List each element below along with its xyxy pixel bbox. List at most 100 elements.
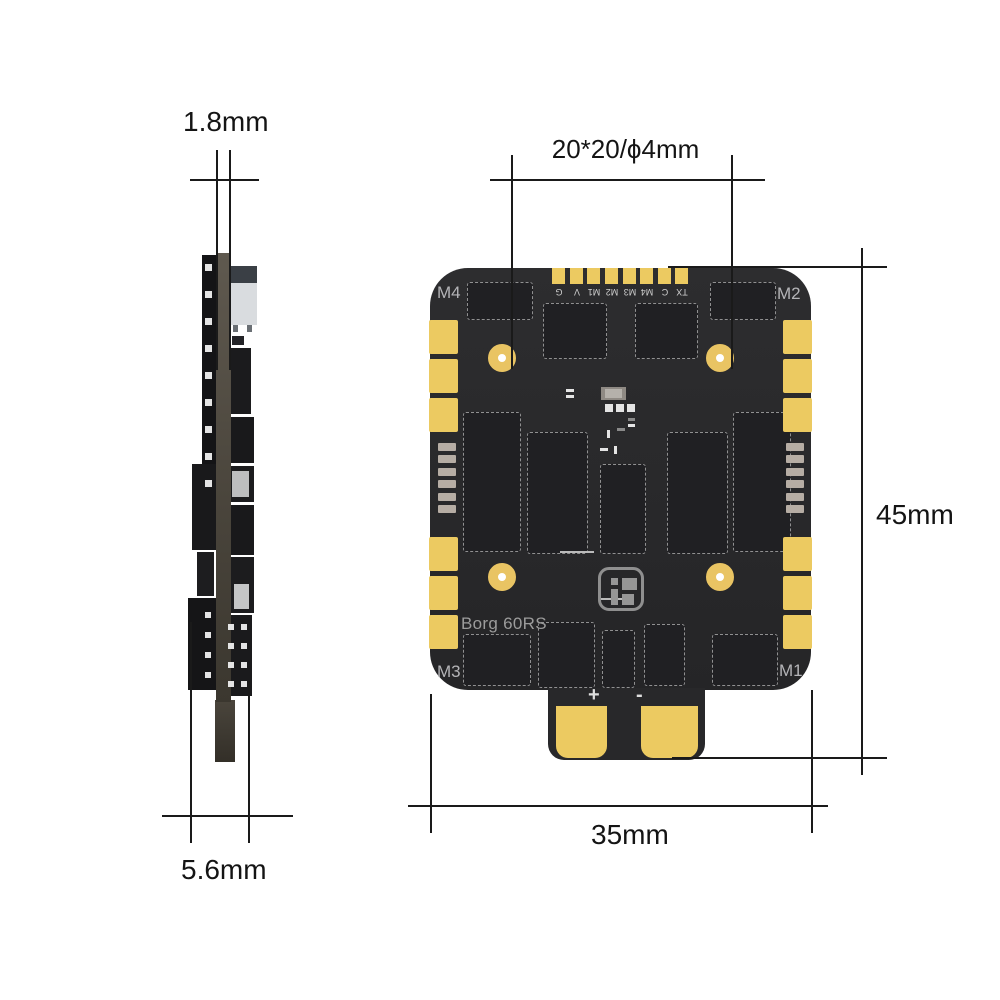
pcb-tab-edge xyxy=(215,700,235,762)
signal-pad xyxy=(658,268,671,284)
mosfet-block xyxy=(602,630,635,688)
board-height-label: 45mm xyxy=(876,499,954,530)
dimension-tick xyxy=(668,266,887,268)
side-component xyxy=(229,505,254,555)
minus-label: - xyxy=(636,684,643,706)
side-component xyxy=(228,348,251,414)
mosfet-block xyxy=(644,624,685,686)
solder-pad-right xyxy=(786,468,804,476)
power-pad-positive xyxy=(556,706,607,758)
side-pad xyxy=(241,643,247,649)
dimension-tick xyxy=(190,179,259,181)
pin-label: M3 xyxy=(623,287,636,297)
side-pad xyxy=(228,681,234,687)
solder-pad-left xyxy=(438,493,456,501)
side-pad xyxy=(228,624,234,630)
solder-pad-right xyxy=(786,455,804,463)
pin-label: G xyxy=(555,287,563,297)
mosfet-block xyxy=(543,303,607,359)
edge-pad-right xyxy=(783,537,812,571)
mosfet-block xyxy=(635,303,698,359)
mosfet-block xyxy=(667,432,728,554)
dimension-extension xyxy=(430,694,432,833)
side-pad xyxy=(205,291,212,298)
signal-pad xyxy=(640,268,653,284)
dimension-tick xyxy=(162,815,293,817)
dimension-tick xyxy=(672,757,887,759)
side-pad xyxy=(205,612,211,618)
pin-label: C xyxy=(661,287,668,297)
connector-body xyxy=(231,283,257,325)
side-component-window xyxy=(232,471,249,497)
side-pad xyxy=(205,652,211,658)
mounting-pattern-label: 20*20/ϕ4mm xyxy=(551,134,700,164)
dimension-line xyxy=(248,680,250,843)
mosfet-block xyxy=(710,282,776,320)
connector-pin xyxy=(247,325,252,332)
connector-cap xyxy=(231,266,257,283)
capacitor xyxy=(605,389,622,398)
dimension-line xyxy=(216,150,218,370)
side-pad xyxy=(241,662,247,668)
side-pad xyxy=(241,681,247,687)
side-pad xyxy=(205,426,212,433)
edge-pad-left xyxy=(429,615,458,649)
side-pad xyxy=(205,345,212,352)
mounting-hole xyxy=(488,563,516,591)
solder-pad-left xyxy=(438,505,456,513)
motor-label-m1: M1 xyxy=(779,661,803,680)
motor-label-m3: M3 xyxy=(437,662,461,681)
pin-label: TX xyxy=(675,287,688,297)
solder-pad-left xyxy=(438,443,456,451)
edge-pad-left xyxy=(429,537,458,571)
mosfet-block xyxy=(463,412,521,552)
pcb-core-edge xyxy=(216,253,231,702)
side-component xyxy=(229,417,254,463)
solder-pad-right xyxy=(786,505,804,513)
solder-pad-left xyxy=(438,455,456,463)
side-pad xyxy=(205,632,211,638)
side-component-window xyxy=(234,584,249,609)
edge-pad-right xyxy=(783,576,812,610)
board-width-label: 35mm xyxy=(591,819,669,850)
mosfet-block xyxy=(527,432,588,554)
signal-pad xyxy=(570,268,583,284)
mosfet-block xyxy=(538,622,595,688)
side-component xyxy=(188,598,216,690)
side-component xyxy=(192,464,216,550)
solder-pad-right xyxy=(786,480,804,488)
edge-pad-left xyxy=(429,576,458,610)
mosfet-block xyxy=(712,634,778,686)
mounting-hole xyxy=(706,563,734,591)
pin-label: V xyxy=(573,287,580,297)
connector-pin xyxy=(233,325,238,332)
overall-thickness-label: 5.6mm xyxy=(181,854,267,885)
iflight-logo-icon xyxy=(598,567,644,611)
side-pad xyxy=(205,264,212,271)
signal-pad xyxy=(552,268,565,284)
edge-pad-left xyxy=(429,320,458,354)
side-pad xyxy=(205,372,212,379)
signal-pad xyxy=(623,268,636,284)
signal-pad xyxy=(587,268,600,284)
side-pad xyxy=(205,453,212,460)
plus-label: + xyxy=(588,684,600,706)
mosfet-block xyxy=(463,634,531,686)
dimension-line xyxy=(490,179,765,181)
mosfet-block xyxy=(733,412,791,552)
edge-pad-right xyxy=(783,398,812,432)
edge-pad-left xyxy=(429,398,458,432)
dimension-extension xyxy=(811,690,813,833)
side-pad xyxy=(228,662,234,668)
signal-pad xyxy=(675,268,688,284)
side-pad xyxy=(205,399,212,406)
pin-label: M1 xyxy=(587,287,600,297)
pin-label: M2 xyxy=(605,287,618,297)
solder-pad-right xyxy=(786,493,804,501)
side-pad xyxy=(228,643,234,649)
signal-pad xyxy=(605,268,618,284)
motor-label-m2: M2 xyxy=(777,284,801,303)
side-pad xyxy=(241,624,247,630)
pcb-thickness-label: 1.8mm xyxy=(183,106,269,137)
